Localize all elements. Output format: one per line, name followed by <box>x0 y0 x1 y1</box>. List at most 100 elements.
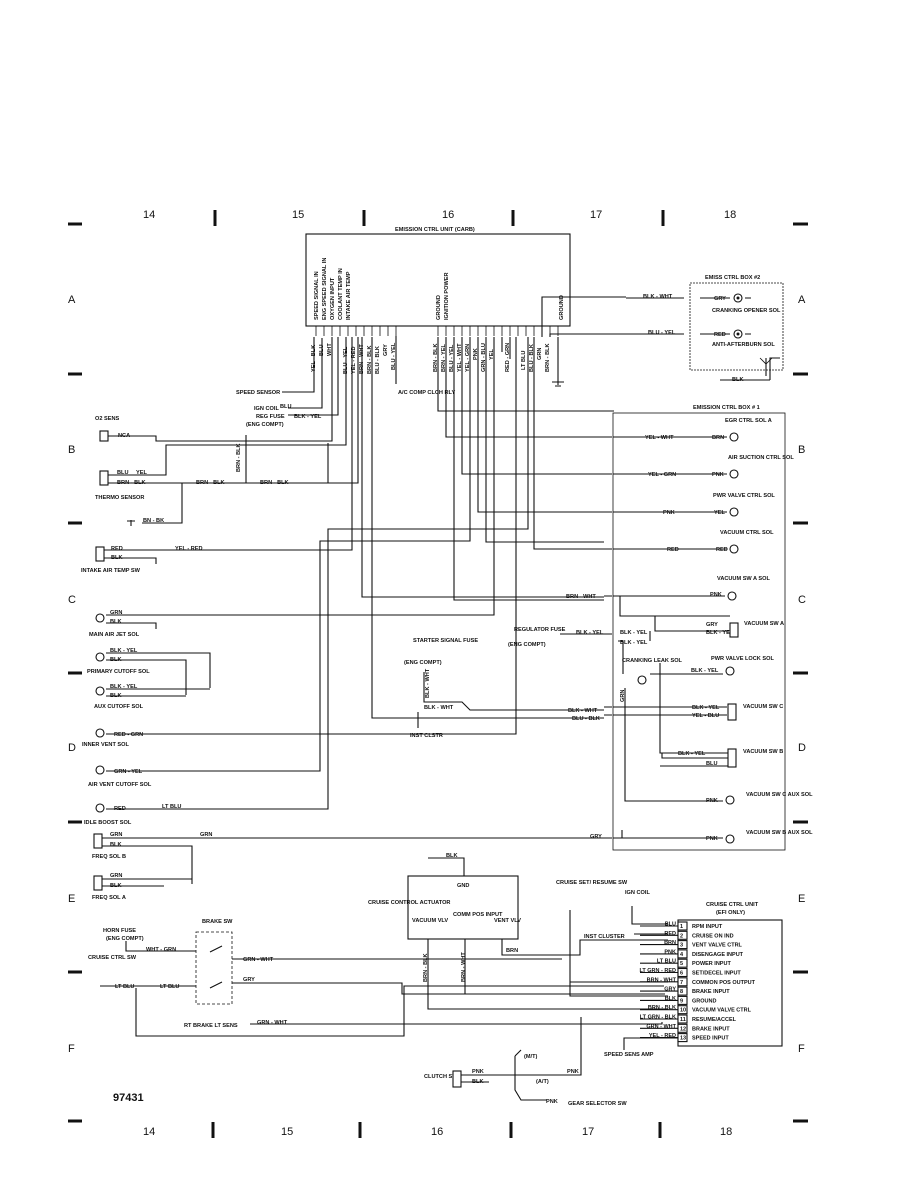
ecu-input-3: OXYGEN INPUT <box>330 277 336 320</box>
ecu-wire-r7: GRN - BLU <box>481 343 487 372</box>
box1-vswa-name: VACUUM SW A SOL <box>717 576 771 582</box>
cruise-ctrl-sw: CRUISE CTRL SW <box>88 955 137 961</box>
box1-air-name: AIR SUCTION CTRL SOL <box>728 455 794 461</box>
air-suction-sol-icon <box>729 469 739 479</box>
intake-w1: RED <box>111 546 123 552</box>
cruise-pin-number: 4 <box>680 952 684 958</box>
vac-sw-b-w2: BLU <box>706 761 718 767</box>
ecu-ground-pin: GROUND <box>559 295 565 320</box>
col-17-top: 17 <box>590 209 602 221</box>
egr-ctrl-sol-icon <box>729 432 739 442</box>
reg-fuse-eng: (ENG COMPT) <box>246 422 284 428</box>
o2-sens: O2 SENS <box>95 416 120 422</box>
cruise-pin-number: 7 <box>680 980 683 986</box>
air-vent-cutoff-sol-icon <box>95 765 105 775</box>
o2-sensor-icon <box>99 430 109 442</box>
vacuum-sw-c-icon <box>727 703 737 721</box>
cruise-pin-box <box>677 967 688 978</box>
box1-air-pin: PNK <box>712 472 724 478</box>
cruise-pin-number: 9 <box>680 998 683 1004</box>
cruise-comm-pos: COMM POS INPUT <box>453 912 503 918</box>
box2-sol1: CRANKING OPENER SOL <box>712 308 781 314</box>
ecu-wire-r8: YEL <box>489 349 495 360</box>
cruise-vacuum-vlv: VACUUM VLV <box>412 918 448 924</box>
vacuum-sw-b-icon <box>727 748 737 768</box>
box2-sol2: ANTI-AFTERBURN SOL <box>712 342 775 348</box>
pwr-lock-name: PWR VALVE LOCK SOL <box>711 656 774 662</box>
cruise-pin-wire: LT BLU <box>657 959 676 965</box>
cruise-pin-label: COMMON POS OUTPUT <box>692 980 756 986</box>
cranking-leak-wire: GRN <box>620 690 626 702</box>
cruise-pin-box <box>677 1014 688 1024</box>
freq-b-w1: GRN <box>110 832 122 838</box>
primary-cutoff-sol-icon <box>95 652 105 662</box>
vacuum-sw-c-aux-sol-icon <box>725 795 735 805</box>
cruise-pin-label: POWER INPUT <box>692 961 731 967</box>
cruise-pin-wire: YEL - RED <box>649 1033 676 1039</box>
ecu-input-5: INTAKE AIR TEMP <box>346 271 352 320</box>
cranking-leak-name: CRANKING LEAK SOL <box>622 658 683 664</box>
cruise-pin-box <box>677 986 688 996</box>
regulator-eng: (ENG COMPT) <box>508 642 546 648</box>
col-17-bottom: 17 <box>582 1126 594 1138</box>
thermo-w1b: YEL <box>136 470 147 476</box>
box2-wire2: BLU - YEL <box>648 330 676 336</box>
cruise-pin-box <box>677 949 688 959</box>
ecu-title: EMISSION CTRL UNIT (CARB) <box>395 227 475 233</box>
box1-title: EMISSION CTRL BOX # 1 <box>693 405 760 411</box>
starter-eng: (ENG COMPT) <box>404 660 442 666</box>
row-c-right: C <box>798 594 806 606</box>
cruise-actuator-icon <box>407 875 519 940</box>
ecu-wire-r1: BRN - BLK <box>433 343 439 372</box>
row-d-left: D <box>68 742 76 754</box>
reg-wire2: BLK - YEL <box>620 630 648 636</box>
main-w1: GRN <box>110 610 122 616</box>
cruise-pin-wire: RED <box>664 931 676 937</box>
brake-sw-icon <box>195 931 233 1005</box>
freq-b-w2: BLK <box>110 842 122 848</box>
cruise-w-brn-blk: BRN - BLK <box>423 953 429 982</box>
col-18-bottom: 18 <box>720 1126 732 1138</box>
row-f-left: F <box>68 1043 75 1055</box>
ign-coil: IGN COIL <box>254 406 279 412</box>
box1-vac-wire: RED <box>667 547 679 553</box>
starter-fuse: STARTER SIGNAL FUSE <box>413 638 478 644</box>
ecu-wire-r11: BLU - BLK <box>529 344 535 372</box>
ac-relay: A/C COMP CLCH RLY <box>398 390 455 396</box>
cruise-inst-cluster: INST CLUSTER <box>584 934 625 940</box>
ecu-wire-r12: GRN <box>537 348 543 360</box>
cranking-leak-sol-icon <box>637 675 647 685</box>
box1-vac-name: VACUUM CTRL SOL <box>720 530 774 536</box>
grid-top: 14 15 16 17 18 <box>68 209 808 226</box>
starter-wire2: BLK - WHT <box>424 705 454 711</box>
vac-sw-b-aux-name: VACUUM SW B AUX SOL <box>746 830 813 836</box>
cruise-pin-label: RPM INPUT <box>692 924 723 930</box>
row-b-right: B <box>798 444 805 456</box>
cruise-pin-number: 6 <box>680 971 683 977</box>
cruise-pin-label: BRAKE INPUT <box>692 989 730 995</box>
cruise-pin-box <box>677 995 688 1005</box>
ecu-input-1: SPEED SIGNAL IN <box>314 271 320 320</box>
cruise-pin-box <box>677 921 688 931</box>
cruise-pin-wire: BLK <box>665 996 676 1002</box>
inst-clstr: INST CLSTR <box>410 733 443 739</box>
ecu-wire-r2: BRN - YEL <box>441 344 447 372</box>
freq-a-w1: GRN <box>110 873 122 879</box>
cruise-pin-wire: LT GRN - BLK <box>640 1015 676 1021</box>
blk-wht: BLK - WHT <box>568 708 598 714</box>
cruise-ign-coil: IGN COIL <box>625 890 650 896</box>
ecu-wire-r10: LT BLU <box>521 351 527 370</box>
mt: (M/T) <box>524 1054 537 1060</box>
cruise-ctrl-unit-icon <box>677 919 783 1047</box>
inner-vent: INNER VENT SOL <box>82 742 130 748</box>
primary-cutoff: PRIMARY CUTOFF SOL <box>87 669 150 675</box>
vac-sw-b-name: VACUUM SW B <box>743 749 783 755</box>
vac-sw-b-w1: BLK - YEL <box>678 751 706 757</box>
brake-w1: GRN - WHT <box>243 957 274 963</box>
horn-wire: WHT - GRN <box>146 947 176 953</box>
cruise-unit-title: CRUISE CTRL UNIT <box>706 902 759 908</box>
box1-pwr-pin: YEL <box>714 510 725 516</box>
ecu-wire-r6: PNK <box>473 348 479 360</box>
vac-sw-a-name: VACUUM SW A <box>744 621 784 627</box>
